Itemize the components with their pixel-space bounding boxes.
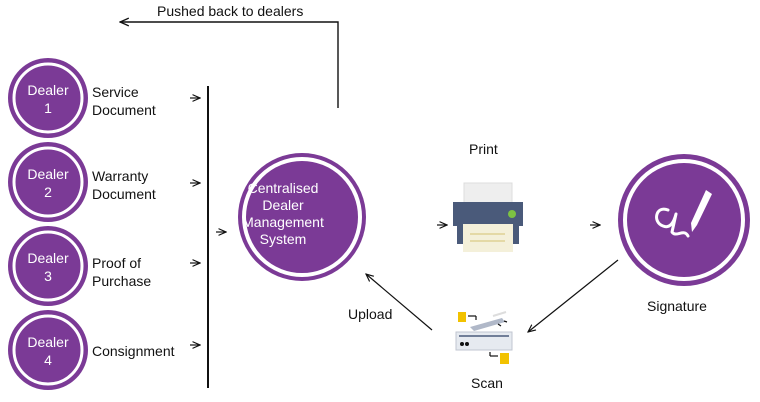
print-label: Print	[469, 141, 498, 157]
dealer-1-doc-line2: Document	[92, 102, 156, 118]
dealer-circle-1	[8, 58, 88, 138]
dealer-3-line2: 3	[44, 268, 52, 284]
dealer-4-document: Consignment	[92, 342, 175, 360]
hub-line2: Dealer	[262, 197, 304, 213]
dealer-3-doc-line2: Purchase	[92, 273, 152, 289]
hub-label: Centralised Dealer Management System	[228, 180, 338, 248]
dealer-2-document: Warranty Document	[92, 167, 156, 203]
hub-circle	[238, 153, 366, 281]
scan-label: Scan	[471, 375, 503, 391]
dealer-1-label: Dealer 1	[13, 81, 83, 117]
upload-label: Upload	[348, 306, 393, 322]
signature-to-scan-arrow	[528, 259, 619, 332]
dealer-2-doc-line1: Warranty	[92, 168, 149, 184]
dealer-2-label: Dealer 2	[13, 165, 83, 201]
signature-label: Signature	[647, 298, 707, 314]
pushed-back-label: Pushed back to dealers	[157, 3, 304, 19]
dealer-2-line2: 2	[44, 184, 52, 200]
pushed-back-arrow	[120, 22, 339, 108]
hub-line1: Centralised	[247, 180, 319, 196]
dealer-3-label: Dealer 3	[13, 249, 83, 285]
printer-icon	[453, 182, 523, 252]
dealer-3-doc-line1: Proof of	[92, 255, 142, 271]
signature-pen-icon	[655, 190, 712, 238]
dealer-4-line2: 4	[44, 352, 52, 368]
dealer-2-doc-line2: Document	[92, 186, 156, 202]
dealer-4-label: Dealer 4	[13, 333, 83, 369]
hub-line4: System	[259, 231, 307, 247]
dealer-3-document: Proof of Purchase	[92, 254, 151, 290]
dealer-1-document: Service Document	[92, 83, 156, 119]
dealer-1-line2: 1	[44, 100, 52, 116]
dealer-2-line1: Dealer	[27, 166, 69, 182]
hub-line3: Management	[242, 214, 324, 230]
dealer-3-line1: Dealer	[27, 250, 69, 266]
document-arrows	[190, 98, 200, 345]
upload-arrow	[366, 274, 433, 331]
dealer-4-line1: Dealer	[27, 334, 69, 350]
dealer-circle-2	[8, 142, 88, 222]
dealer-1-doc-line1: Service	[92, 84, 139, 100]
dealer-circle-3	[8, 226, 88, 306]
dealer-circle-4	[8, 310, 88, 390]
dealer-1-line1: Dealer	[27, 82, 69, 98]
dealer-4-doc-line1: Consignment	[92, 343, 175, 359]
signature-circle	[618, 154, 750, 286]
scanner-icon	[455, 311, 513, 364]
